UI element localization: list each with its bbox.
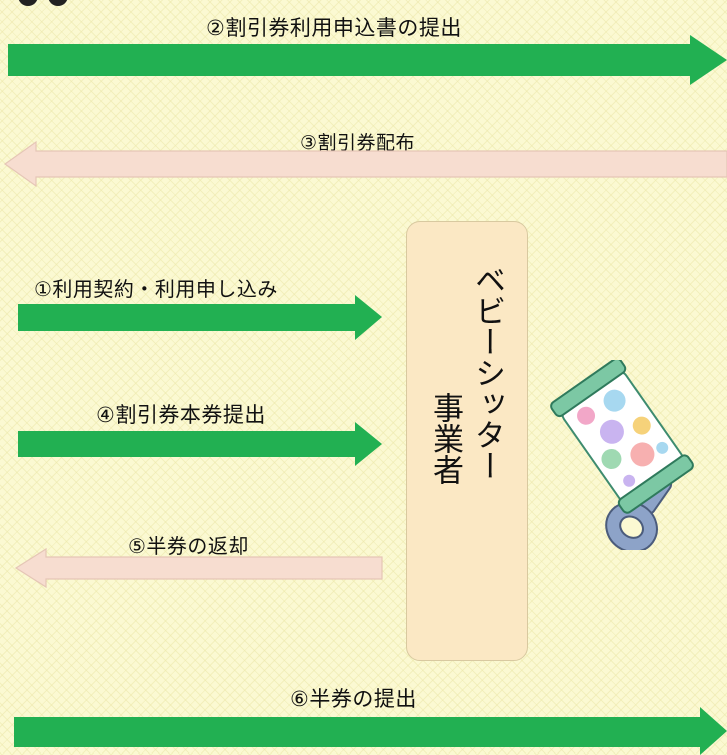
top-decoration-left [18, 0, 38, 6]
step5-arrow [14, 547, 383, 589]
step2-arrow [8, 35, 727, 85]
baby-rattle-icon [550, 360, 694, 550]
top-decoration-right [48, 0, 68, 6]
babysitter-company-box: ベビーシッター 事業者 [406, 221, 528, 661]
step5-label: ⑤半券の返却 [128, 534, 249, 558]
step1-label: ①利用契約・利用申し込み [34, 277, 278, 301]
step6-label: ⑥半券の提出 [290, 687, 417, 711]
step4-arrow [18, 422, 382, 466]
step4-label: ④割引券本券提出 [96, 403, 266, 427]
step3-label: ③割引券配布 [300, 132, 416, 154]
company-name-line1: ベビーシッター [469, 264, 505, 481]
step1-arrow [18, 295, 382, 340]
step3-arrow [3, 140, 727, 188]
company-name-line2: 事業者 [427, 392, 463, 485]
step2-label: ②割引券利用申込書の提出 [206, 16, 462, 40]
step6-arrow [14, 707, 727, 755]
